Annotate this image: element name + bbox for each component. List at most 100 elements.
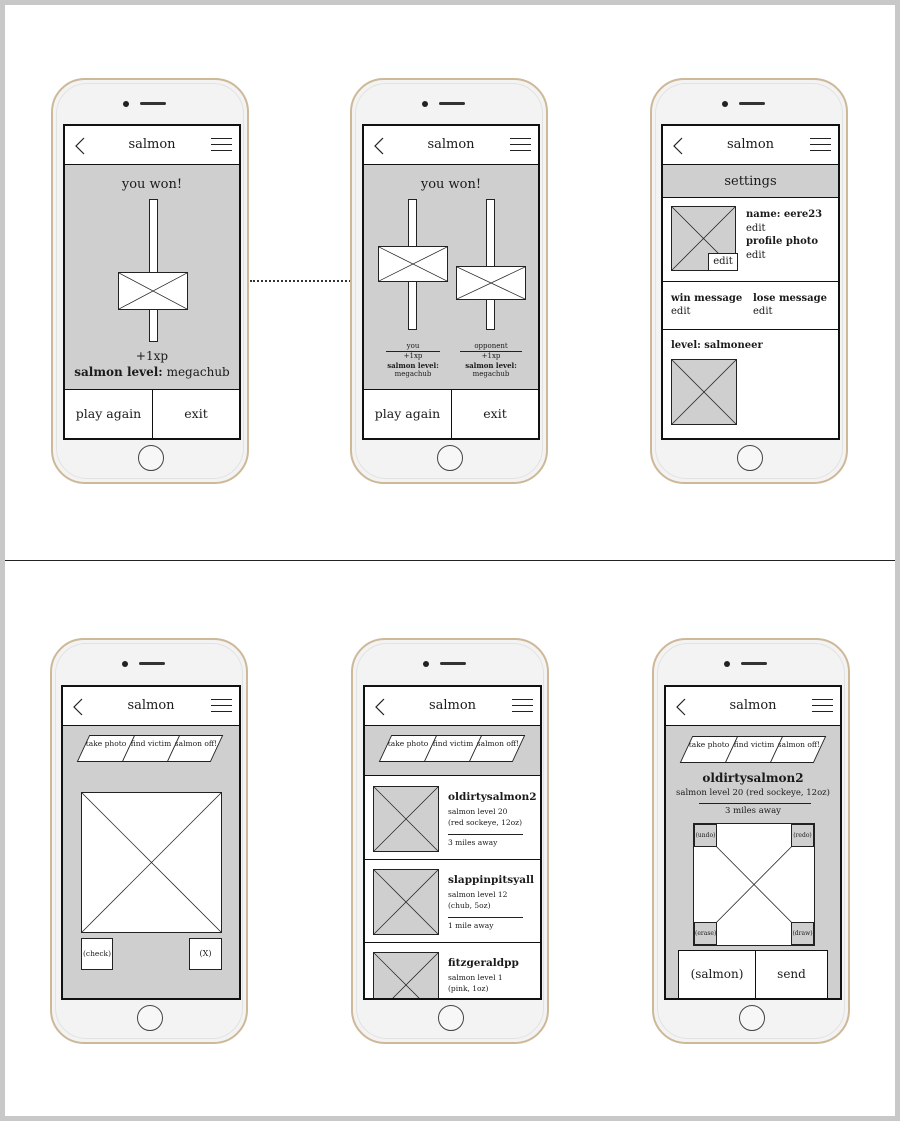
win-message-edit-link[interactable]: edit (671, 306, 691, 317)
camera-icon (724, 661, 730, 667)
phone-win-single: salmon you won! +1xp salmon level: megac… (51, 78, 249, 484)
salmon-image-placeholder (118, 272, 188, 310)
back-chevron-icon[interactable] (671, 137, 687, 155)
flow-connector (250, 280, 351, 282)
fish-size-rail (149, 199, 158, 342)
salmon-button[interactable]: (salmon) (690, 967, 744, 981)
play-again-button[interactable]: play again (374, 406, 441, 421)
tab-strip: take photo find victim salmon off! (365, 726, 540, 776)
speaker-icon (139, 662, 165, 665)
screen-salmon-off: salmon take photo find victim salmon off… (664, 685, 842, 1000)
photo-edit-button[interactable]: edit (708, 253, 738, 271)
opponent-stats: opponent +1xp salmon level: megachub (452, 342, 530, 379)
victim-description: (red sockeye, 12oz) (448, 818, 523, 827)
you-xp: +1xp (403, 352, 423, 360)
win-heading: you won! (420, 177, 482, 192)
hamburger-menu-icon[interactable] (512, 699, 533, 714)
button-separator (451, 390, 452, 438)
salmon-send-bar: (salmon) send (678, 950, 828, 998)
victim-list-item[interactable]: slappinpitsyall salmon level 12 (chub, 5… (365, 860, 540, 943)
lose-message-field: lose message edit (753, 292, 827, 318)
tab-take-photo[interactable]: take photo (688, 740, 730, 749)
home-button[interactable] (739, 1005, 765, 1031)
check-button[interactable]: (check) (81, 938, 113, 970)
back-chevron-icon[interactable] (71, 698, 87, 716)
screen-win-vs: salmon you won! you +1xp salmon level: m… (362, 124, 540, 440)
victim-photo-placeholder (373, 786, 439, 852)
back-chevron-icon[interactable] (373, 698, 389, 716)
opponent-salmon-image (456, 266, 526, 300)
camera-icon (122, 661, 128, 667)
victim-list-item[interactable]: fitzgeraldpp salmon level 1 (pink, 1oz) (365, 943, 540, 998)
home-button[interactable] (137, 1005, 163, 1031)
win-heading: you won! (121, 177, 183, 192)
you-salmon-image (378, 246, 448, 282)
tab-take-photo[interactable]: take photo (85, 739, 127, 748)
tab-salmon-off[interactable]: salmon off! (777, 740, 821, 749)
tab-find-victim[interactable]: find victim (130, 739, 172, 748)
undo-button[interactable]: (undo) (694, 824, 717, 847)
tab-salmon-off[interactable]: salmon off! (476, 739, 520, 748)
victim-distance: 3 miles away (448, 838, 498, 847)
victim-distance: 1 mile away (448, 921, 494, 930)
lose-message-edit-link[interactable]: edit (753, 306, 773, 317)
section-divider (663, 329, 838, 330)
app-title: salmon (128, 137, 176, 152)
phone-salmon-off: salmon take photo find victim salmon off… (652, 638, 850, 1044)
home-button[interactable] (138, 445, 164, 471)
opponent-level-value: megachub (472, 370, 510, 378)
back-chevron-icon[interactable] (674, 698, 690, 716)
victim-photo-placeholder (373, 952, 439, 998)
victim-divider (448, 917, 523, 918)
camera-viewfinder[interactable] (81, 792, 222, 933)
exit-button[interactable]: exit (184, 406, 208, 421)
hamburger-menu-icon[interactable] (810, 138, 831, 153)
screen-win-single: salmon you won! +1xp salmon level: megac… (63, 124, 241, 440)
xp-gain: +1xp (135, 349, 169, 363)
tab-take-photo[interactable]: take photo (387, 739, 429, 748)
you-level-label: salmon level: (387, 361, 439, 370)
erase-button[interactable]: (erase) (694, 922, 717, 945)
tab-find-victim[interactable]: find victim (733, 740, 775, 749)
tab-find-victim[interactable]: find victim (432, 739, 474, 748)
camera-icon (423, 661, 429, 667)
action-bar: play again exit (364, 389, 538, 438)
profile-photo-label: profile photo (746, 236, 819, 247)
hamburger-menu-icon[interactable] (211, 138, 232, 153)
victim-level: salmon level 12 (448, 890, 508, 899)
victim-list-item[interactable]: oldirtysalmon2 salmon level 20 (red sock… (365, 777, 540, 860)
screen-take-photo: salmon take photo find victim salmon off… (61, 685, 241, 1000)
name-edit-link[interactable]: edit (746, 222, 766, 234)
you-stats: you +1xp salmon level: megachub (374, 342, 452, 379)
redo-button[interactable]: (redo) (791, 824, 814, 847)
play-again-button[interactable]: play again (75, 406, 142, 421)
draw-button[interactable]: (draw) (791, 922, 814, 945)
back-chevron-icon[interactable] (73, 137, 89, 155)
action-bar: play again exit (65, 389, 239, 438)
home-button[interactable] (437, 445, 463, 471)
opponent-name: oldirtysalmon2 (702, 771, 804, 785)
tab-salmon-off[interactable]: salmon off! (174, 739, 218, 748)
exit-button[interactable]: exit (483, 406, 507, 421)
opponent-distance: 3 miles away (725, 806, 781, 816)
hamburger-menu-icon[interactable] (510, 138, 531, 153)
hamburger-menu-icon[interactable] (211, 699, 232, 714)
tab-bar: take photo find victim salmon off! (679, 736, 827, 763)
app-title: salmon (726, 137, 775, 152)
opponent-label: opponent (460, 342, 522, 352)
phone-win-vs: salmon you won! you +1xp salmon level: m… (350, 78, 548, 484)
send-button[interactable]: send (777, 967, 806, 981)
home-button[interactable] (737, 445, 763, 471)
hamburger-menu-icon[interactable] (812, 699, 833, 714)
drawing-canvas[interactable]: (undo) (redo) (erase) (draw) (693, 823, 815, 946)
victim-level: salmon level 1 (448, 973, 503, 982)
lose-message-label: lose message (753, 293, 827, 304)
opponent-xp: +1xp (481, 352, 501, 360)
profile-photo-edit-link[interactable]: edit (746, 249, 766, 261)
cancel-button[interactable]: (X) (189, 938, 222, 970)
back-chevron-icon[interactable] (372, 137, 388, 155)
screen-find-victim: salmon take photo find victim salmon off… (363, 685, 542, 1000)
speaker-icon (140, 102, 166, 105)
home-button[interactable] (438, 1005, 464, 1031)
